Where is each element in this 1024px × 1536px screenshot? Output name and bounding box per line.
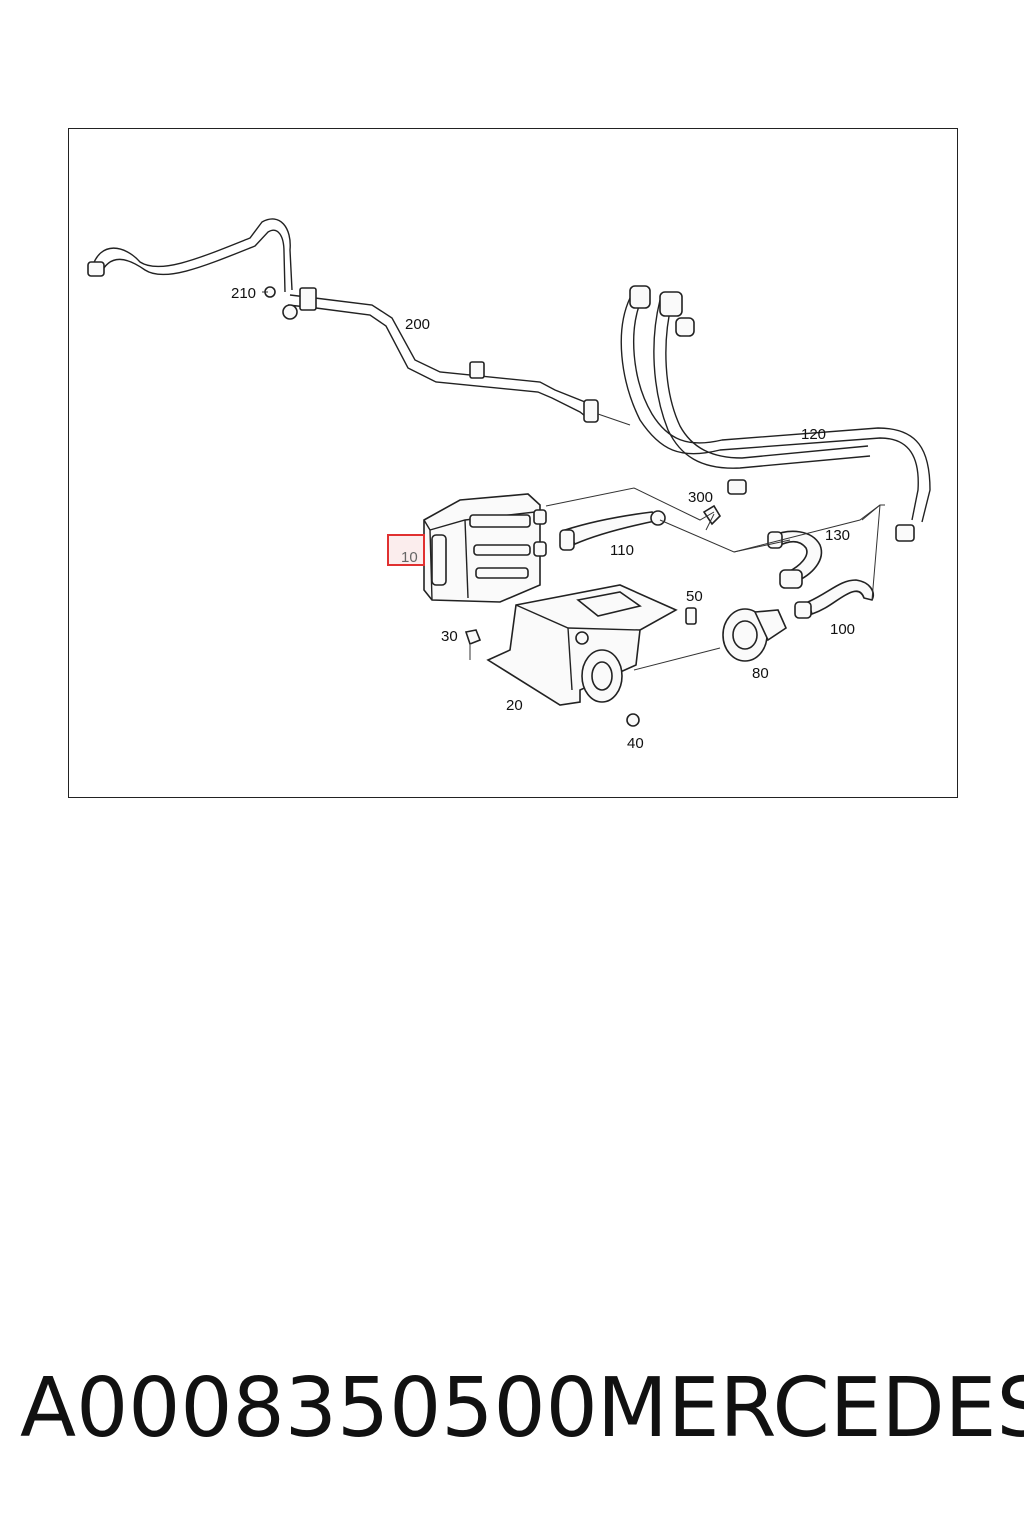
part-number: A0008350500 xyxy=(20,1361,598,1456)
callout-30: 30 xyxy=(441,628,458,645)
leader-lines xyxy=(262,291,885,671)
coolant-line-200 xyxy=(87,218,599,423)
callout-120: 120 xyxy=(801,426,826,443)
callout-50: 50 xyxy=(686,588,703,605)
clip-210 xyxy=(264,286,298,320)
callout-300: 300 xyxy=(688,489,713,506)
callout-80: 80 xyxy=(752,665,769,682)
bracket-20 xyxy=(486,584,678,706)
brand-name: MERCEDES xyxy=(597,1361,1024,1456)
heater-unit-10 xyxy=(423,493,547,603)
diagram-frame xyxy=(68,128,958,798)
callout-100: 100 xyxy=(830,621,855,638)
callout-130: 130 xyxy=(825,527,850,544)
callout-10: 10 xyxy=(401,549,418,566)
hose-130 xyxy=(767,530,823,589)
callout-210: 210 xyxy=(231,285,256,302)
hose-100 xyxy=(794,579,874,619)
callout-110: 110 xyxy=(610,542,634,559)
hose-110 xyxy=(559,510,666,551)
coolant-pipe-120 xyxy=(620,285,931,542)
callout-20: 20 xyxy=(506,697,523,714)
callout-200: 200 xyxy=(405,316,430,333)
pump-80 xyxy=(722,608,788,662)
bolt-40 xyxy=(626,713,640,727)
highlight-box xyxy=(387,534,425,566)
callout-40: 40 xyxy=(627,735,644,752)
clip-300 xyxy=(702,504,722,526)
nut-30 xyxy=(464,629,482,646)
bolt-50 xyxy=(685,607,697,625)
